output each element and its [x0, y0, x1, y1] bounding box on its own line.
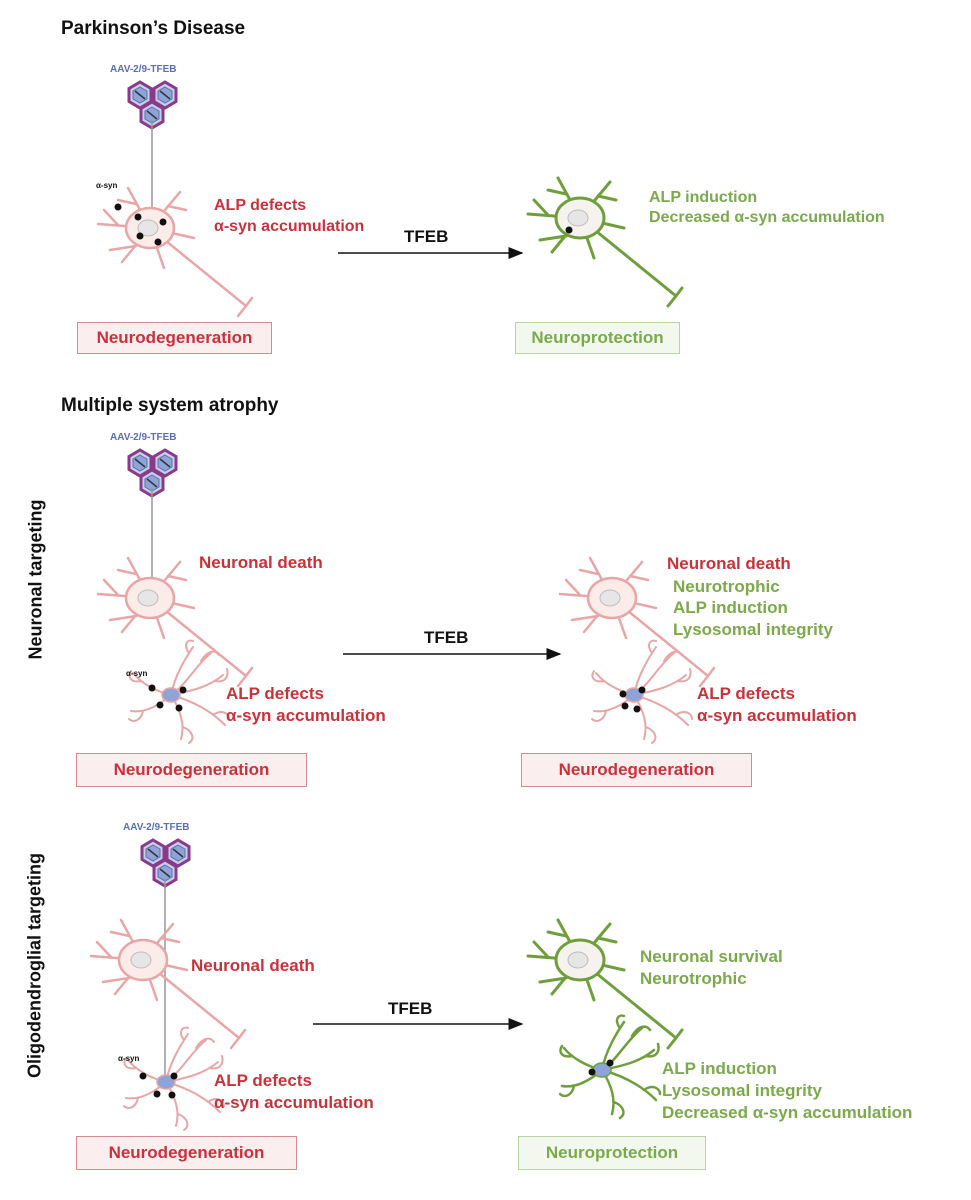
oligo-aav-label: AAV-2/9-TFEB — [123, 822, 190, 833]
neuronal-tfeb-label: TFEB — [424, 628, 469, 647]
oligo-right-oligo-text-1: ALP induction — [662, 1059, 777, 1078]
oligo-left-oligo-text-2: α-syn accumulation — [214, 1093, 374, 1112]
oligo-right-oligo-text-2: Lysosomal integrity — [662, 1081, 822, 1100]
pd-section-title: Parkinson’s Disease — [61, 18, 246, 39]
neuronal-targeting-side-label: Neuronal targeting — [25, 499, 46, 660]
neuronal-right-neuron-red-text: Neuronal death — [667, 554, 791, 573]
oligo-right-neuron-text-2: Neurotrophic — [640, 969, 747, 988]
pd-left-text-1: ALP defects — [214, 197, 307, 214]
oligo-left-neurodegeneration-box: Neurodegeneration — [76, 1136, 297, 1170]
neuronal-left-asyn-dots — [148, 684, 187, 712]
neuronal-right-oligo-text-1: ALP defects — [697, 684, 795, 703]
pd-asyn-dots — [114, 203, 167, 246]
oligo-left-neuron-text: Neuronal death — [191, 956, 315, 975]
pd-asyn-label: α-syn — [96, 181, 118, 190]
pd-neuroprotection-box: Neuroprotection — [515, 322, 680, 354]
neuronal-left-oligo-text-1: ALP defects — [226, 684, 324, 703]
neuronal-left-oligo-text-2: α-syn accumulation — [226, 706, 386, 725]
neuronal-right-green-text-1: Neurotrophic — [673, 577, 780, 596]
oligo-left-oligo-text-1: ALP defects — [214, 1071, 312, 1090]
neuronal-right-oligo-text-2: α-syn accumulation — [697, 706, 857, 725]
neuronal-right-asyn-dots — [619, 686, 646, 713]
neuronal-aav-label: AAV-2/9-TFEB — [110, 432, 177, 443]
neuronal-left-oligo — [128, 639, 230, 744]
pd-left-text-2: α-syn accumulation — [214, 218, 365, 235]
neuronal-left-neuron-text: Neuronal death — [199, 553, 323, 572]
neuronal-right-green-text-2: ALP induction — [673, 598, 788, 617]
neuronal-left-neurodegeneration-box: Neurodegeneration — [76, 753, 307, 787]
oligo-tfeb-label: TFEB — [388, 999, 433, 1018]
pd-aav-label: AAV-2/9-TFEB — [110, 64, 177, 75]
neuronal-left-neuron — [96, 556, 254, 688]
msa-section-title: Multiple system atrophy — [61, 395, 279, 416]
oligo-left-asyn-label: α-syn — [118, 1054, 140, 1063]
pd-right-text-2: Decreased α-syn accumulation — [649, 209, 885, 226]
oligo-right-neuron-text-1: Neuronal survival — [640, 947, 783, 966]
pd-asyn-dot-remaining — [565, 226, 573, 234]
pd-right-text-1: ALP induction — [649, 189, 758, 206]
oligo-right-neuroprotection-box: Neuroprotection — [518, 1136, 706, 1170]
oligo-left-neuron — [89, 918, 247, 1050]
pd-tfeb-label: TFEB — [404, 227, 449, 246]
oligo-right-asyn-dots — [588, 1059, 614, 1076]
neuronal-left-asyn-label: α-syn — [126, 669, 148, 678]
pd-neurodegeneration-box: Neurodegeneration — [77, 322, 272, 354]
oligo-right-oligo-text-3: Decreased α-syn accumulation — [662, 1103, 913, 1122]
oligo-targeting-side-label: Oligodendroglial targeting — [24, 853, 45, 1078]
neuronal-right-green-text-3: Lysosomal integrity — [673, 620, 833, 639]
oligo-left-asyn-dots — [139, 1072, 178, 1099]
oligo-right-oligo — [558, 1014, 662, 1120]
neuronal-right-neurodegeneration-box: Neurodegeneration — [521, 753, 752, 787]
